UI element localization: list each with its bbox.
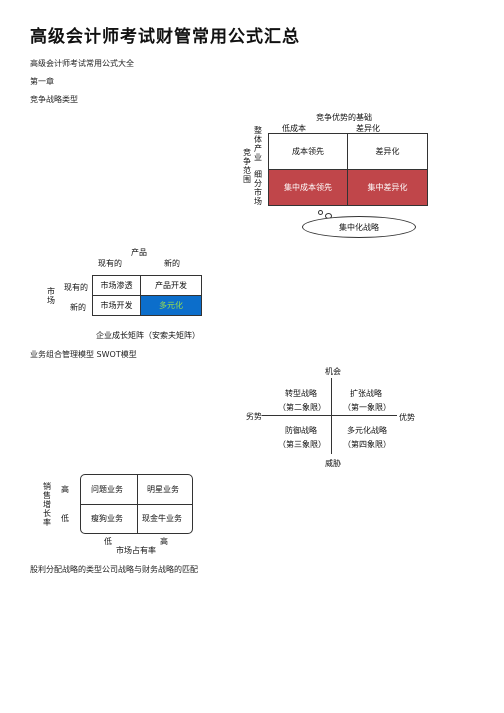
cell-diversification: 多元化 xyxy=(140,295,202,316)
cell-differentiation: 差异化 xyxy=(347,133,428,170)
comp-col-diff: 差异化 xyxy=(356,124,380,133)
cloud-label: 集中化战略 xyxy=(339,222,379,232)
page-title: 高级会计师考试财管常用公式汇总 xyxy=(30,27,300,47)
ansoff-grid: 市场渗透 产品开发 市场开发 多元化 xyxy=(92,275,202,316)
ansoff-col-existing: 现有的 xyxy=(98,259,122,268)
cell-cash-cow: 现金牛业务 xyxy=(142,514,182,523)
cell-product-development: 产品开发 xyxy=(140,275,202,296)
comp-col-low-cost: 低成本 xyxy=(282,124,306,133)
cloud-dot-small xyxy=(318,210,323,215)
ansoff-caption: 企业成长矩阵（安索夫矩阵） xyxy=(96,331,200,340)
ansoff-col-new: 新的 xyxy=(164,259,180,268)
bcg-grid: 问题业务 明星业务 瘦狗业务 现金牛业务 xyxy=(80,474,193,534)
cell-question-mark: 问题业务 xyxy=(91,485,123,494)
cell-cost-leader: 成本领先 xyxy=(268,133,348,170)
bcg-bottom-label: 市场占有率 xyxy=(116,546,156,555)
swot-q2-name: 转型战略 xyxy=(285,389,317,398)
swot-top-opportunity: 机会 xyxy=(325,367,341,376)
swot-horizontal-axis xyxy=(262,415,397,416)
bcg-col-high: 高 xyxy=(160,537,168,546)
bcg-row-low: 低 xyxy=(61,514,69,523)
swot-q3-name: 防御战略 xyxy=(285,426,317,435)
section-dividend: 股利分配战略的类型公司战略与财务战略的匹配 xyxy=(30,565,198,574)
bcg-side-label: 销售增长率 xyxy=(43,482,51,527)
swot-q4-name: 多元化战略 xyxy=(347,426,387,435)
swot-q4-quadrant: （第四象限） xyxy=(343,440,391,449)
swot-bottom-threat: 威胁 xyxy=(325,459,341,468)
swot-q1-name: 扩张战略 xyxy=(350,389,382,398)
cell-market-development: 市场开发 xyxy=(92,295,141,316)
comp-scope-label: 竞争范围 xyxy=(243,148,251,184)
ansoff-row-existing: 现有的 xyxy=(64,283,88,292)
swot-vertical-axis xyxy=(331,378,332,454)
cell-star: 明星业务 xyxy=(147,485,179,494)
ansoff-row-new: 新的 xyxy=(70,303,86,312)
swot-q3-quadrant: （第三象限） xyxy=(278,440,326,449)
subtitle: 高级会计师考试常用公式大全 xyxy=(30,59,134,68)
comp-grid: 成本领先 差异化 集中成本领先 集中差异化 xyxy=(268,133,428,206)
ansoff-side-label: 市场 xyxy=(47,287,55,305)
comp-top-label: 竞争优势的基础 xyxy=(316,113,372,122)
cell-dog: 瘦狗业务 xyxy=(91,514,123,523)
comp-row1-label: 整体产业 xyxy=(254,126,262,162)
swot-left-weakness: 劣势 xyxy=(246,412,262,421)
section-swot: 业务组合管理模型 SWOT模型 xyxy=(30,350,137,359)
bcg-row-high: 高 xyxy=(61,485,69,494)
swot-q1-quadrant: （第一象限） xyxy=(343,403,391,412)
chapter-heading: 第一章 xyxy=(30,77,54,86)
swot-right-strength: 优势 xyxy=(399,413,415,422)
bcg-grid-hline xyxy=(81,504,192,505)
swot-q2-quadrant: （第二象限） xyxy=(278,403,326,412)
cell-focus-cost: 集中成本领先 xyxy=(268,169,348,206)
cell-market-penetration: 市场渗透 xyxy=(92,275,141,296)
section-competitive: 竞争战略类型 xyxy=(30,95,78,104)
ansoff-top-label: 产品 xyxy=(131,248,147,257)
cell-focus-diff: 集中差异化 xyxy=(347,169,428,206)
comp-row2-label: 细分市场 xyxy=(254,170,262,206)
focus-strategy-cloud: 集中化战略 xyxy=(302,216,416,238)
bcg-col-low: 低 xyxy=(104,537,112,546)
